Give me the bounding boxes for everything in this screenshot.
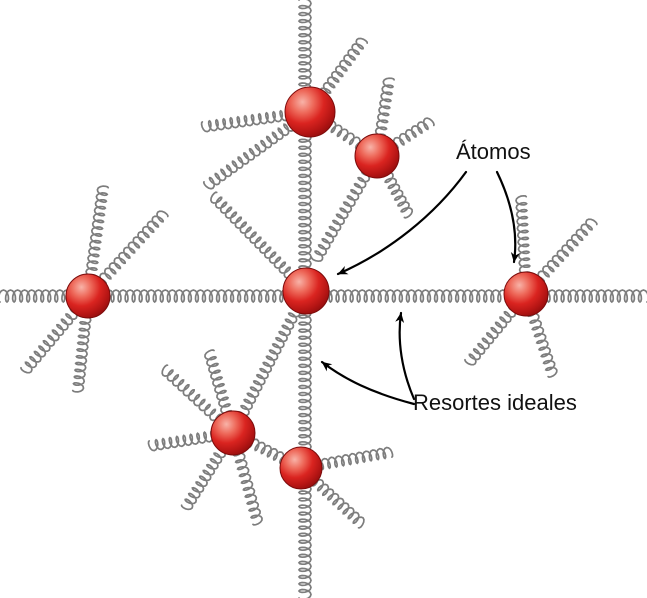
atom — [354, 133, 400, 179]
arrow-to-horizontal-spring — [395, 311, 416, 401]
atom — [503, 271, 549, 317]
atom — [284, 86, 336, 138]
arrow-to-right-atom — [495, 170, 520, 264]
label-ideal-springs: Resortes ideales — [413, 390, 577, 415]
ideal-spring — [227, 287, 311, 435]
atom — [65, 273, 111, 319]
atom — [282, 267, 330, 315]
arrow-to-vertical-spring — [320, 360, 416, 406]
arrow-to-center-atom — [336, 170, 468, 276]
atom — [210, 410, 256, 456]
atom — [279, 446, 323, 490]
label-atoms: Átomos — [456, 139, 531, 164]
